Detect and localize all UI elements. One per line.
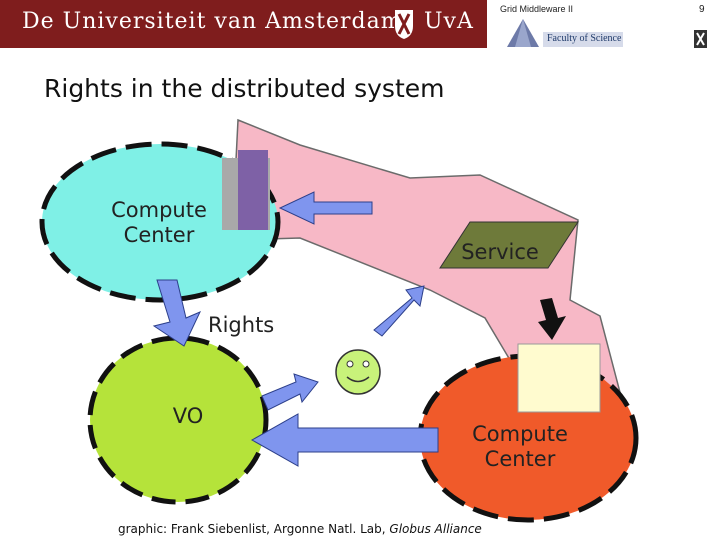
label-vo: VO [172,404,204,428]
university-banner: De Universiteit van Amsterdam UvA [0,0,487,48]
label-rights: Rights [208,313,275,337]
label-compute-center-bottom: Compute Center [460,422,580,472]
arrow-compute-to-vo [152,279,202,347]
label-compute-center-top: Compute Center [104,198,214,248]
resource-block-purple [238,150,268,230]
label-compute-top-line2: Center [123,223,195,247]
page-number: 9 [699,4,705,15]
arrow-service-to-compute [278,191,373,225]
university-name: De Universiteit van Amsterdam [22,9,403,34]
arrow-user-to-service [373,285,425,337]
vo-circle [87,335,269,505]
compute-center-top [39,141,281,303]
university-crest-icon [395,10,413,39]
resource-block-yellow [517,343,601,413]
label-compute-top-line1: Compute [111,198,207,222]
faculty-logo-icon [507,19,623,47]
graphic-credit: graphic: Frank Siebenlist, Argonne Natl.… [118,522,482,536]
service-box [439,221,579,269]
label-compute-bottom-line2: Center [484,447,556,471]
small-crest-icon [694,30,707,48]
credit-italic: Globus Alliance [389,522,482,536]
faculty-name: Faculty of Science [547,33,622,44]
course-title: Grid Middleware II [500,4,574,14]
university-abbreviation: UvA [424,9,474,34]
arrow-service-to-resource [538,298,566,340]
label-service: Service [461,240,539,264]
credit-text: graphic: Frank Siebenlist, Argonne Natl.… [118,522,390,536]
user-smiley-icon [335,349,381,395]
arrow-compute-to-vo-big [250,413,439,467]
label-compute-bottom-line1: Compute [472,422,568,446]
arrow-vo-to-user [261,373,319,411]
slide-title: Rights in the distributed system [44,74,445,103]
